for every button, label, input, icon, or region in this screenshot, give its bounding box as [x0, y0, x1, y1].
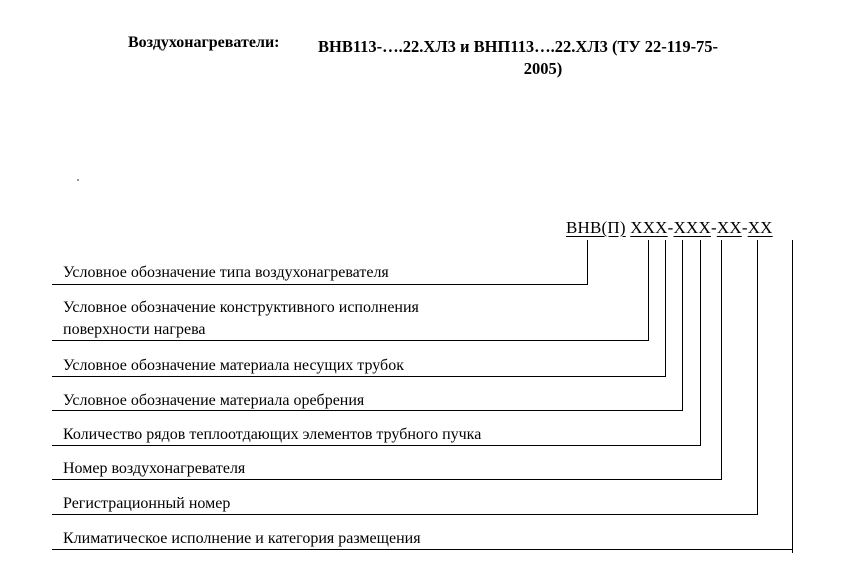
- label-climate-category: Климатическое исполнение и категория раз…: [63, 530, 421, 547]
- designation-code: ВНВ(П) ХХХ-ХХХ-ХХ-ХХ: [566, 218, 773, 237]
- title-label: Воздухонагреватели:: [128, 34, 280, 51]
- label-tube-material: Условное обозначение материала несущих т…: [63, 357, 404, 374]
- scan-dot: [77, 179, 79, 181]
- label-design-line1: Условное обозначение конструктивного исп…: [63, 299, 419, 316]
- label-rows-count: Количество рядов теплоотдающих элементов…: [63, 426, 482, 443]
- code-part-3: ХХ: [716, 218, 742, 237]
- code-type: ВНВ(П): [566, 218, 626, 237]
- title-text: ВНВ113-….22.ХЛ3 и ВНП113….22.ХЛ3 (ТУ 22-…: [318, 36, 818, 80]
- code-part-4: ХХ: [747, 218, 773, 237]
- title-line-1: ВНВ113-….22.ХЛ3 и ВНП113….22.ХЛ3 (ТУ 22-…: [318, 37, 719, 56]
- code-part-2: ХХХ: [673, 218, 711, 237]
- code-part-1: ХХХ: [630, 218, 668, 237]
- label-fin-material: Условное обозначение материала оребрения: [63, 392, 365, 409]
- label-design-line2: поверхности нагрева: [63, 321, 206, 338]
- label-heater-number: Номер воздухонагревателя: [63, 460, 246, 477]
- label-registration-number: Регистрационный номер: [63, 495, 231, 512]
- label-type: Условное обозначение типа воздухонагрева…: [63, 264, 389, 281]
- title-line-2: 2005): [523, 59, 563, 78]
